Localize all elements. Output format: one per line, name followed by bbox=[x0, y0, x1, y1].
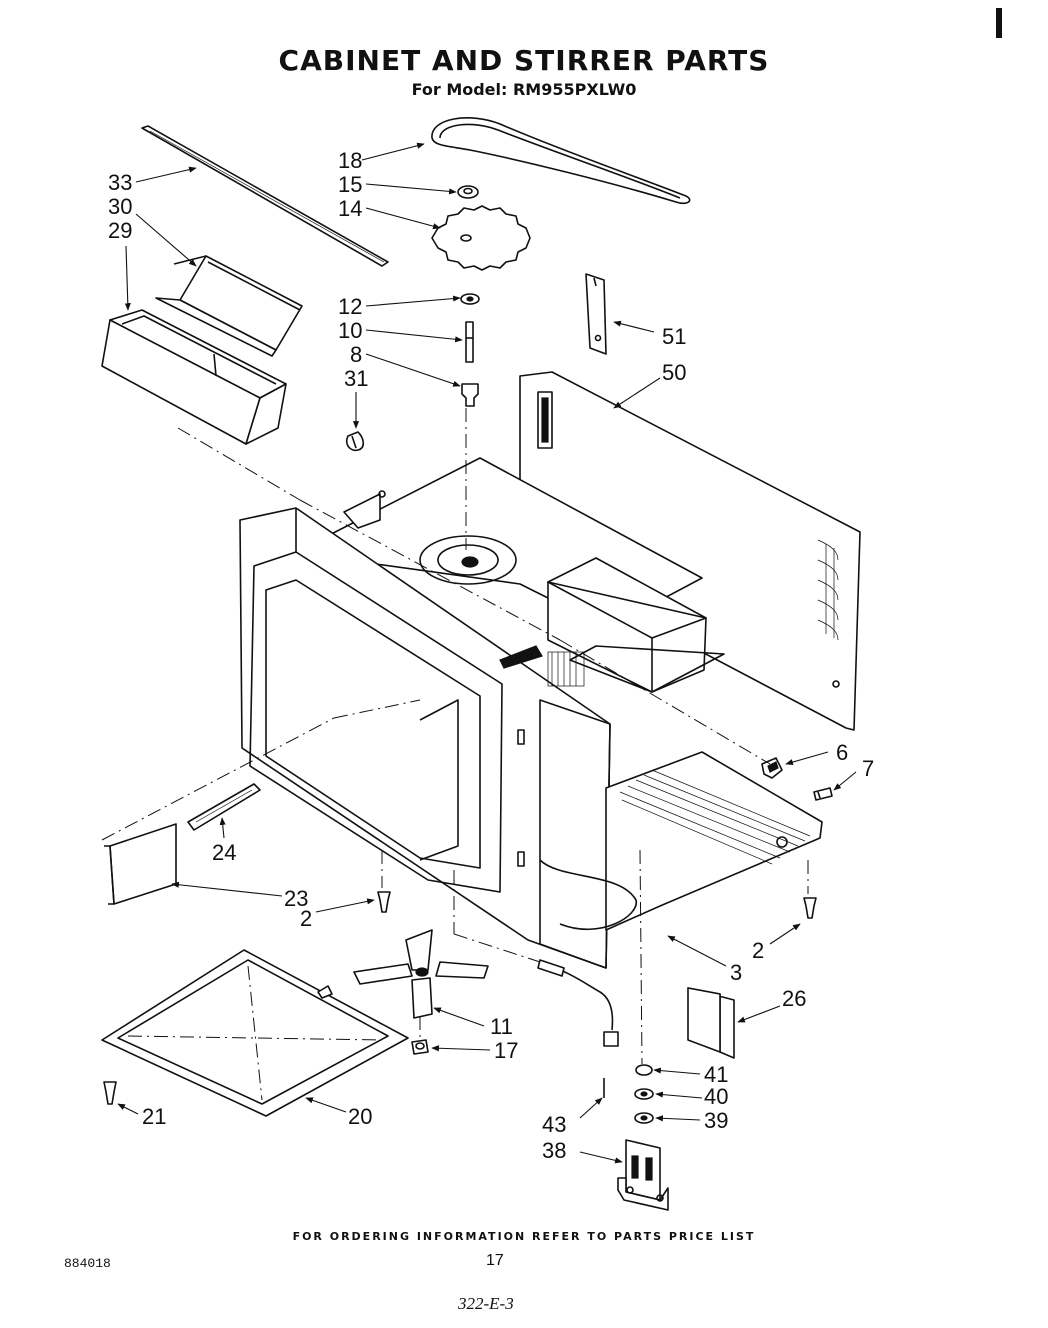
part-2-screw-right bbox=[803, 897, 817, 919]
callout-10: 10 bbox=[338, 318, 362, 343]
callout-2-right: 2 bbox=[752, 938, 764, 963]
callout-8: 8 bbox=[350, 342, 362, 367]
leader-lines bbox=[117, 142, 857, 1164]
margin-mark bbox=[996, 8, 1002, 38]
part-43-lead bbox=[537, 959, 619, 1098]
part-2-screw-left bbox=[377, 891, 391, 913]
part-6-latch bbox=[761, 757, 783, 779]
callout-12: 12 bbox=[338, 294, 362, 319]
callout-50: 50 bbox=[662, 360, 686, 385]
callout-18: 18 bbox=[338, 148, 362, 173]
callout-20: 20 bbox=[348, 1104, 372, 1129]
part-21-screw bbox=[103, 1081, 117, 1105]
model-subtitle: For Model: RM955PXLW0 bbox=[411, 80, 637, 99]
part-38-stirrer-motor bbox=[617, 1139, 669, 1211]
part-20-tray bbox=[101, 949, 409, 1117]
part-8-bushing bbox=[461, 383, 479, 407]
part-33-strip bbox=[141, 125, 389, 267]
callout-41: 41 bbox=[704, 1062, 728, 1087]
callout-2-left: 2 bbox=[300, 906, 312, 931]
callout-7: 7 bbox=[862, 756, 874, 781]
callout-39: 39 bbox=[704, 1108, 728, 1133]
callout-23: 23 bbox=[284, 886, 308, 911]
part-26-panel bbox=[687, 987, 735, 1059]
part-30-cover bbox=[155, 255, 303, 357]
part-18-belt bbox=[431, 117, 691, 205]
callout-21: 21 bbox=[142, 1104, 166, 1129]
part-10-shaft bbox=[465, 321, 474, 363]
callout-11: 11 bbox=[490, 1014, 513, 1039]
page-number: 17 bbox=[486, 1252, 504, 1269]
document-number: 884018 bbox=[64, 1256, 111, 1271]
callout-26: 26 bbox=[782, 986, 806, 1011]
callout-51: 51 bbox=[662, 324, 686, 349]
callout-30: 30 bbox=[108, 194, 132, 219]
callout-3: 3 bbox=[730, 960, 742, 985]
callout-31: 31 bbox=[344, 366, 368, 391]
callout-6: 6 bbox=[836, 740, 848, 765]
part-29-duct bbox=[101, 309, 287, 445]
callout-17: 17 bbox=[494, 1038, 518, 1063]
part-31-clip bbox=[345, 431, 365, 452]
callout-15: 15 bbox=[338, 172, 362, 197]
page-title: CABINET AND STIRRER PARTS bbox=[278, 44, 770, 77]
part-11-fan-blade bbox=[353, 929, 489, 1019]
part-51-bracket bbox=[585, 273, 607, 355]
part-3-cabinet bbox=[239, 457, 823, 969]
part-41-nut bbox=[635, 1064, 653, 1076]
part-15-nut bbox=[457, 185, 479, 199]
part-12-washer bbox=[460, 293, 480, 305]
ordering-note: FOR ORDERING INFORMATION REFER TO PARTS … bbox=[292, 1230, 756, 1243]
part-23-plate bbox=[104, 823, 177, 905]
callout-40: 40 bbox=[704, 1084, 728, 1109]
part-14-stirrer-pulley bbox=[431, 205, 531, 271]
callout-24: 24 bbox=[212, 840, 236, 865]
part-7-screw bbox=[813, 787, 833, 801]
alignment-lines bbox=[101, 408, 809, 1065]
part-17-nut bbox=[411, 1039, 429, 1055]
sheet-code: 322-E-3 bbox=[458, 1294, 514, 1313]
part-24-strip bbox=[187, 783, 261, 831]
callout-29: 29 bbox=[108, 218, 132, 243]
callout-38: 38 bbox=[542, 1138, 566, 1163]
callout-43: 43 bbox=[542, 1112, 566, 1137]
callout-14: 14 bbox=[338, 196, 362, 221]
part-40-washer bbox=[634, 1088, 654, 1100]
callout-labels: 18 15 14 33 30 29 12 10 8 31 51 50 6 7 2… bbox=[108, 148, 874, 1163]
part-39-washer bbox=[634, 1112, 654, 1124]
callout-33: 33 bbox=[108, 170, 132, 195]
